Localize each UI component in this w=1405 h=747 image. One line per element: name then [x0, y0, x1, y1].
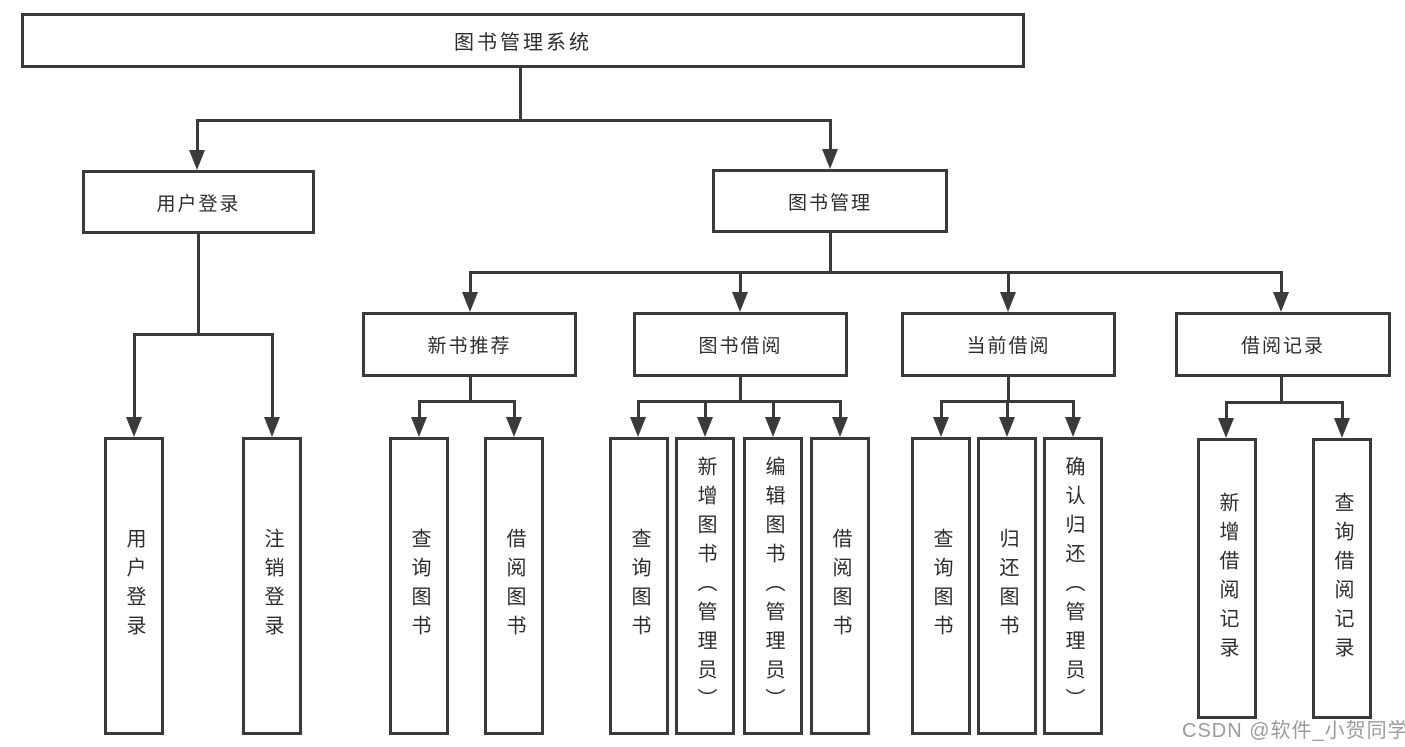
connector-stub	[772, 400, 775, 419]
node-user-login: 用户登录	[82, 170, 315, 234]
leaf-label: 查询图书	[930, 528, 952, 644]
arrow-down-leaf-logout	[264, 417, 280, 437]
leaf-add-book-admin: 新增图书（管理员）	[675, 437, 735, 735]
node-book-borrow: 图书借阅	[633, 312, 848, 377]
leaf-edit-book-admin: 编辑图书（管理员）	[743, 437, 803, 735]
leaf-label: 查询图书	[628, 528, 650, 644]
arrow-down	[411, 417, 427, 437]
arrow-down	[832, 417, 848, 437]
arrow-down	[1218, 418, 1234, 438]
leaf-label: 借阅图书	[503, 528, 525, 644]
connector-stub	[513, 400, 516, 419]
leaf-label: 确认归还（管理员）	[1062, 455, 1084, 717]
node-new-book-recommend: 新书推荐	[362, 312, 577, 377]
arrow-down	[697, 417, 713, 437]
arrow-down	[765, 417, 781, 437]
arrow-down	[999, 417, 1015, 437]
leaf-label: 编辑图书（管理员）	[762, 455, 784, 717]
connector-stub-recommend	[469, 271, 472, 295]
leaf-label: 查询借阅记录	[1331, 491, 1353, 666]
connector-stub	[704, 400, 707, 419]
leaf-query-book-borrow: 查询图书	[609, 437, 669, 735]
arrow-down	[630, 417, 646, 437]
node-book-management: 图书管理	[712, 169, 948, 233]
connector-stub	[637, 400, 640, 419]
arrow-down-record	[1273, 292, 1289, 312]
connector-level3-hline	[469, 271, 1283, 274]
connector-stub-leaf-login	[133, 333, 136, 419]
connector-recommend-drop	[469, 377, 472, 403]
leaf-label: 新增图书（管理员）	[694, 455, 716, 717]
arrow-down-current	[1000, 292, 1016, 312]
arrow-down	[1065, 417, 1081, 437]
leaf-label: 归还图书	[996, 528, 1018, 644]
connector-stub-borrow	[739, 271, 742, 295]
leaf-add-borrow-record: 新增借阅记录	[1197, 438, 1257, 719]
connector-bookborrow-drop	[739, 377, 742, 403]
connector-userlogin-hline	[133, 333, 274, 336]
leaf-label: 用户登录	[123, 528, 145, 644]
connector-stub	[418, 400, 421, 419]
leaf-label: 借阅图书	[829, 528, 851, 644]
csdn-watermark: CSDN @软件_小贺同学	[1182, 720, 1405, 742]
leaf-logout-login: 注销登录	[242, 437, 302, 735]
node-current-borrow: 当前借阅	[901, 312, 1116, 377]
leaf-borrow-book: 借阅图书	[810, 437, 870, 735]
connector-stub	[1006, 400, 1009, 419]
arrow-down-book-mgmt	[822, 149, 838, 169]
leaf-confirm-return-admin: 确认归还（管理员）	[1043, 437, 1103, 735]
connector-stub-current	[1007, 271, 1010, 295]
leaf-user-login: 用户登录	[104, 437, 164, 735]
leaf-return-book: 归还图书	[977, 437, 1037, 735]
connector-userlogin-drop	[197, 234, 200, 335]
leaf-query-book-recommend: 查询图书	[389, 437, 449, 735]
leaf-borrow-book-recommend: 借阅图书	[484, 437, 544, 735]
connector-stub-leaf-logout	[271, 333, 274, 419]
connector-stub	[839, 400, 842, 419]
connector-bookmgmt-drop	[829, 233, 832, 274]
connector-current-drop	[1007, 377, 1010, 403]
connector-stub	[1341, 401, 1344, 420]
leaf-query-borrow-record: 查询借阅记录	[1312, 438, 1372, 719]
connector-root-drop	[519, 68, 522, 121]
connector-stub	[1072, 400, 1075, 419]
connector-root-hline	[196, 119, 832, 122]
connector-recommend-hline	[418, 400, 516, 403]
connector-stub-record	[1280, 271, 1283, 295]
node-library-system-root: 图书管理系统	[21, 13, 1025, 68]
leaf-label: 注销登录	[261, 528, 283, 644]
arrow-down	[1334, 418, 1350, 438]
leaf-label: 查询图书	[408, 528, 430, 644]
connector-stub-user-login	[196, 119, 199, 153]
leaf-query-book-current: 查询图书	[911, 437, 971, 735]
arrow-down-leaf-login	[126, 417, 142, 437]
connector-stub	[1225, 401, 1228, 420]
arrow-down-recommend	[462, 292, 478, 312]
arrow-down	[506, 417, 522, 437]
connector-bookborrow-hline	[637, 400, 842, 403]
arrow-down	[933, 417, 949, 437]
connector-stub-book-mgmt	[829, 119, 832, 152]
connector-record-hline	[1225, 401, 1344, 404]
arrow-down-borrow	[732, 292, 748, 312]
leaf-label: 新增借阅记录	[1216, 491, 1238, 666]
node-borrow-record: 借阅记录	[1175, 312, 1391, 377]
connector-record-drop	[1280, 377, 1283, 404]
connector-stub	[940, 400, 943, 419]
arrow-down-user-login	[189, 150, 205, 170]
